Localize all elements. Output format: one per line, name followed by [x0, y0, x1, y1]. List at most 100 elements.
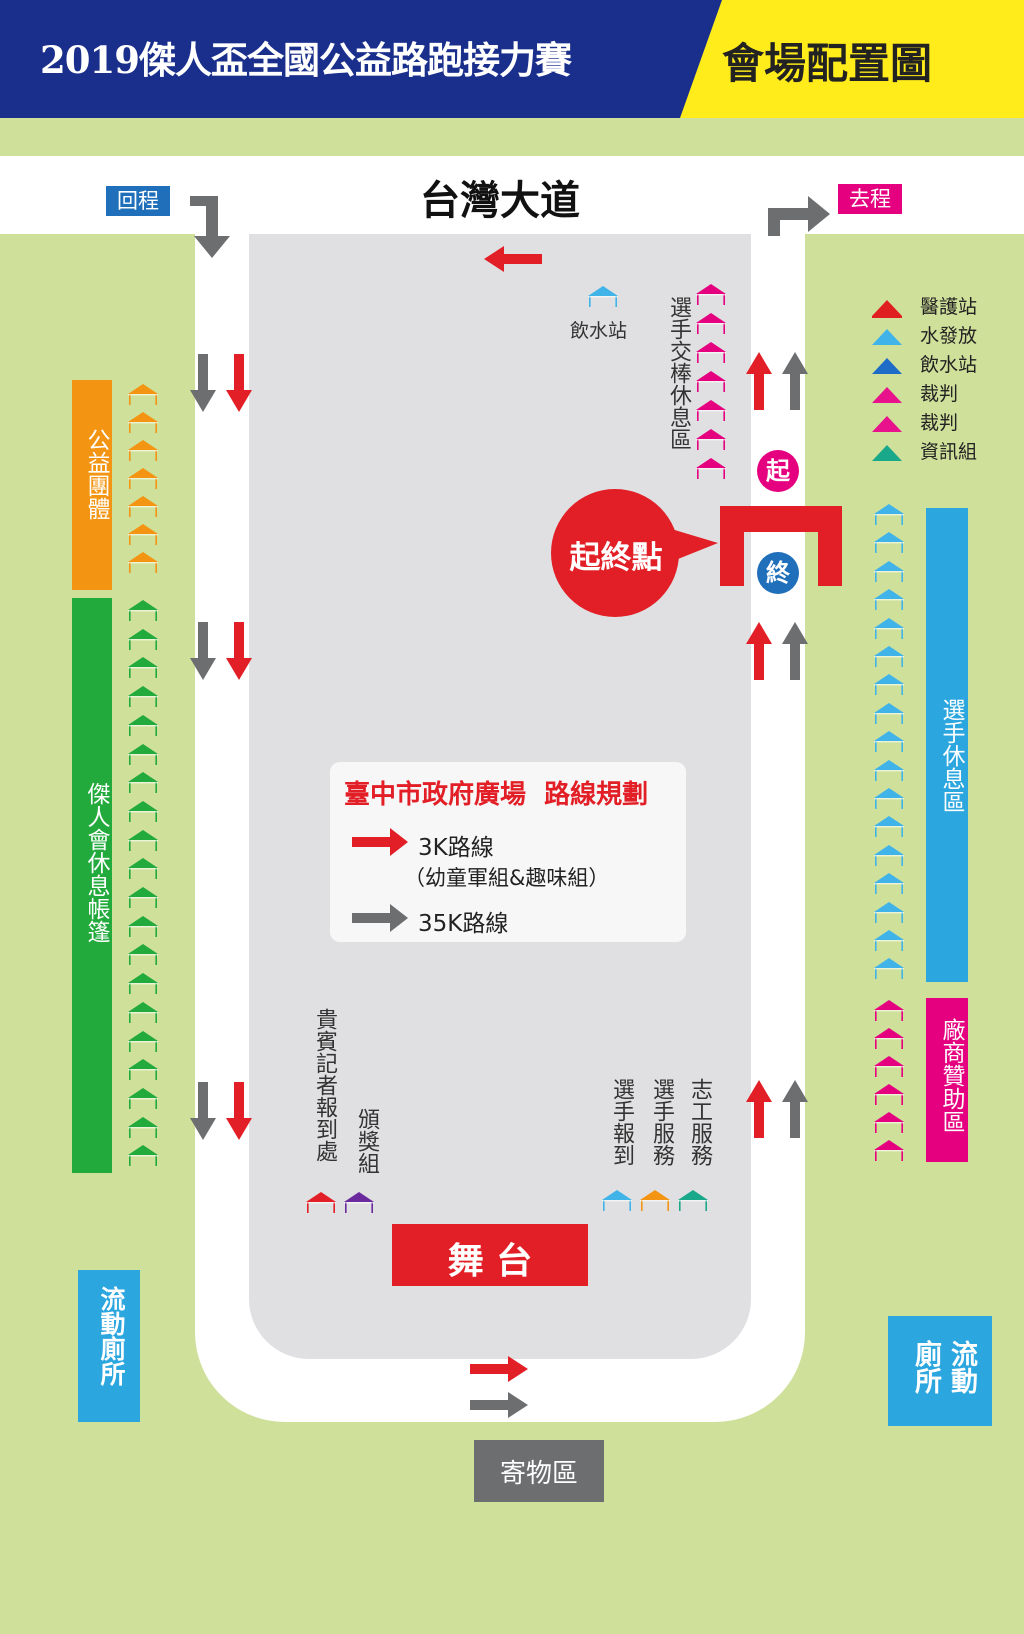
- return-label: 回程: [106, 186, 170, 216]
- orange-tent-icon: [128, 384, 158, 405]
- blue-tent-icon: [874, 816, 904, 838]
- relay-rest-label: 選手交棒休息區: [666, 296, 691, 450]
- green-tent-icon: [128, 1087, 158, 1109]
- green-tent-icon: [128, 1059, 158, 1081]
- right-up-arrows-2: [746, 622, 808, 680]
- legend-item: 醫護站: [870, 292, 1010, 322]
- blue-tent-icon: [874, 844, 904, 866]
- bottom-gray-right-arrow-icon: [470, 1392, 528, 1418]
- finish-mark: 終: [757, 552, 799, 594]
- water-tent-icon: [588, 286, 618, 307]
- blue-tent-icon: [602, 1190, 632, 1211]
- toilet-left-label: 流動廁所: [97, 1286, 126, 1386]
- blue-tent-icon: [874, 788, 904, 809]
- legend-label: 裁判: [920, 412, 959, 434]
- legend-tent-icon: [872, 358, 902, 374]
- orange-tent-icon: [640, 1190, 670, 1211]
- green-tent-icon: [128, 772, 158, 794]
- green-tent-icon: [128, 915, 158, 937]
- legend-item: 水發放: [870, 321, 1010, 351]
- legend-label: 水發放: [920, 325, 978, 347]
- sponsor-zone: [926, 998, 968, 1162]
- jaycee-tents-zone: [72, 598, 112, 1173]
- green-tent-icon: [128, 829, 158, 851]
- left-down-arrows-3: [190, 1082, 252, 1140]
- legend-tent-icon: [872, 416, 902, 432]
- route-box: [330, 762, 686, 942]
- orange-tent-icon: [128, 468, 158, 489]
- orange-tent-icon: [128, 552, 158, 573]
- orange-tent-icon: [128, 496, 158, 517]
- start-finish-gate-icon: [720, 506, 842, 586]
- route-3k-arrow-icon: [352, 828, 408, 856]
- right-up-arrows-1: [746, 352, 808, 410]
- magenta-tent-icon: [696, 313, 726, 334]
- bottom-red-right-arrow-icon: [470, 1356, 528, 1382]
- right-up-arrows-3: [746, 1080, 808, 1138]
- green-tent-icon: [128, 1116, 158, 1138]
- green-tent-icon: [128, 743, 158, 765]
- blue-tent-icon: [874, 930, 904, 951]
- stage-block: [392, 1224, 588, 1286]
- blue-tent-icon: [874, 731, 904, 753]
- blue-tent-icon: [874, 617, 904, 639]
- toilet-right-label-b: 流動: [946, 1340, 977, 1394]
- blue-tent-icon: [874, 901, 904, 923]
- magenta-tent-icon: [696, 371, 726, 392]
- blue-tent-icon: [874, 560, 904, 582]
- outbound-label: 去程: [838, 184, 902, 214]
- green-tent-icon: [128, 714, 158, 736]
- magenta-tent-icon: [696, 400, 726, 421]
- orange-tent-icon: [128, 412, 158, 433]
- blue-tent-icon: [874, 646, 904, 667]
- runner-checkin-label: 選手報到: [609, 1078, 634, 1166]
- magenta-tent-icon: [874, 1084, 904, 1105]
- green-tent-icon: [128, 800, 158, 822]
- magenta-tent-icon: [874, 1000, 904, 1021]
- route-35k-arrow-icon: [352, 904, 408, 932]
- legend-item: 裁判: [870, 379, 1010, 409]
- magenta-tent-icon: [874, 1112, 904, 1133]
- green-tent-icon: [128, 944, 158, 966]
- toilet-right-label-a: 廁所: [910, 1340, 941, 1394]
- magenta-tent-icon: [696, 284, 726, 305]
- cloakroom-box: [474, 1440, 604, 1502]
- legend-item: 飲水站: [870, 350, 1010, 380]
- green-tent-icon: [128, 600, 158, 621]
- teal-tent-icon: [678, 1190, 708, 1211]
- start-mark: 起: [757, 450, 799, 492]
- stage-label: 舞 台: [447, 1241, 533, 1282]
- legend-item: 資訊組: [870, 437, 1010, 467]
- legend-tent-icon: [872, 300, 902, 318]
- magenta-tent-icon: [874, 1028, 904, 1049]
- toilet-left-box: [78, 1270, 140, 1422]
- start-finish-bubble: [551, 489, 718, 617]
- left-down-arrows-2: [190, 622, 252, 680]
- awards-label: 頒獎組: [354, 1108, 379, 1174]
- green-tent-icon: [128, 1001, 158, 1023]
- cloakroom-label: 寄物區: [499, 1459, 578, 1489]
- charity-groups-label: 公益團體: [83, 428, 109, 520]
- blue-tent-icon: [874, 532, 904, 554]
- blue-tent-icon: [874, 589, 904, 611]
- left-down-arrows-1: [190, 354, 252, 412]
- plaza-red-left-arrow-icon: [484, 246, 542, 272]
- blue-tent-icon: [874, 759, 904, 781]
- green-tent-icon: [128, 887, 158, 908]
- sponsor-label: 廠商贊助區: [938, 1018, 964, 1133]
- green-tent-icon: [128, 1145, 158, 1167]
- route-box-title: 臺中市政府廣場 路線規劃: [344, 780, 649, 810]
- purple-tent-icon: [344, 1192, 374, 1213]
- legend: 醫護站 水發放 飲水站 裁判 裁判 資訊組: [870, 292, 1010, 472]
- route-3k-note: （幼童軍組&趣味組）: [404, 866, 610, 890]
- runner-rest-zone: [926, 508, 968, 982]
- blue-tent-icon: [874, 504, 904, 525]
- blue-tent-icon: [874, 873, 904, 895]
- blue-tent-icon: [874, 674, 904, 696]
- magenta-tent-icon: [696, 342, 726, 363]
- legend-tent-icon: [872, 329, 902, 345]
- magenta-tent-icon: [696, 458, 726, 479]
- legend-label: 飲水站: [920, 354, 978, 376]
- legend-tent-icon: [872, 387, 902, 403]
